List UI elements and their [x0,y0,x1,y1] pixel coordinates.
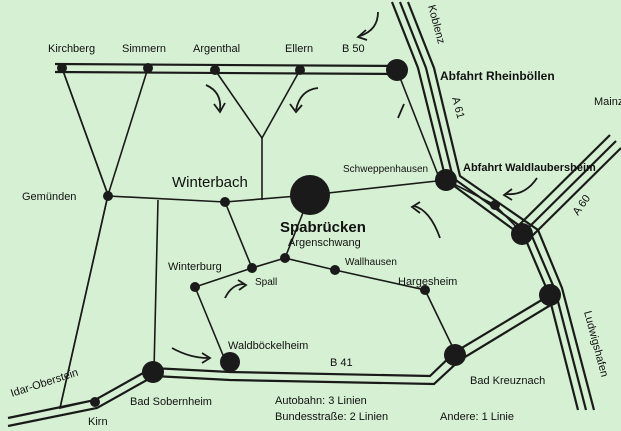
label-winterbach: Winterbach [172,174,248,191]
node-argenthal [210,65,220,75]
label-ludwigshafen: Ludwigshafen [581,310,610,379]
node-gemuenden [103,191,113,201]
minor-roads [58,67,526,410]
direction-arrows [171,11,538,364]
legend-autobahn: Autobahn: 3 Linien [275,395,367,407]
label-koblenz: Koblenz [425,4,447,46]
label-idar-oberstein: Idar-Oberstein [9,367,80,400]
label-wallhausen: Wallhausen [345,257,397,268]
label-kirchberg: Kirchberg [48,43,95,55]
node-simmern [143,63,153,73]
node-a61-a60-junction [511,223,533,245]
label-spabruecken: Spabrücken [280,219,366,236]
label-simmern: Simmern [122,43,166,55]
arrow-icon [171,347,209,359]
map-nodes [57,59,561,407]
arrow-icon [397,103,405,119]
label-waldboeckelheim: Waldböckelheim [228,340,308,352]
label-mainz: Mainz [594,96,621,108]
node-bad-sobernheim [142,361,164,383]
node-argenschwang [280,253,290,263]
label-b50: B 50 [342,43,365,55]
label-winterburg: Winterburg [168,261,222,273]
arrow-icon [505,177,538,196]
arrow-icon [413,205,441,239]
node-winterburg [190,282,200,292]
node-kirchberg [57,63,67,73]
node-wallhausen [330,265,340,275]
label-spall: Spall [255,277,277,288]
node-rheinboellen-exit [386,59,408,81]
label-exit-waldlaubersheim: Abfahrt Waldlaubersheim [463,162,596,174]
place-labels: Kirchberg Simmern Argenthal Ellern B 50 … [9,4,621,428]
node-winterbach [220,197,230,207]
node-spabruecken [290,175,330,215]
label-exit-rheinboellen: Abfahrt Rheinböllen [440,69,555,83]
node-waldboeckelheim [220,352,240,372]
arrow-icon [359,11,379,37]
label-a60: A 60 [571,193,593,218]
label-argenthal: Argenthal [193,43,240,55]
legend-andere: Andere: 1 Linie [440,411,514,423]
label-a61: A 61 [449,96,466,120]
bundesstrasse-b50 [54,62,398,76]
node-waldlaubersheim [490,200,500,210]
legend: Autobahn: 3 Linien Bundesstraße: 2 Linie… [275,395,514,423]
label-bad-kreuznach: Bad Kreuznach [470,375,545,387]
node-a61-lower [539,284,561,306]
arrow-icon [295,87,319,111]
arrow-icon [224,283,245,299]
label-schweppenhausen: Schweppenhausen [343,164,428,175]
node-hargesheim [420,285,430,295]
label-hargesheim: Hargesheim [398,276,457,288]
label-gemuenden: Gemünden [22,191,76,203]
node-schweppenhausen [435,169,457,191]
legend-bundesstrasse: Bundesstraße: 2 Linien [275,411,388,423]
arrow-icon [205,84,222,111]
autobahn-a60 [513,134,621,243]
label-ellern: Ellern [285,43,313,55]
label-b41: B 41 [330,357,353,369]
node-ellern [295,65,305,75]
label-bad-sobernheim: Bad Sobernheim [130,396,212,408]
label-argenschwang: Argenschwang [288,237,361,249]
label-kirn: Kirn [88,416,108,428]
node-bad-kreuznach [444,344,466,366]
node-spall [247,263,257,273]
node-kirn [90,397,100,407]
